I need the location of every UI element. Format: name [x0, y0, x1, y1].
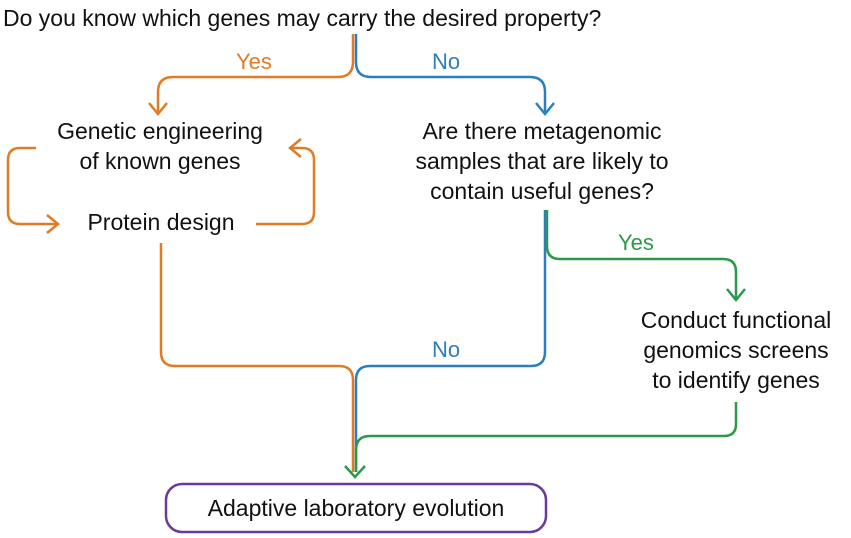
arrowhead-metagenomic	[535, 102, 555, 116]
arrowhead-functional-genomics	[726, 288, 746, 302]
edge-protein-design-to-adaptive	[159, 243, 355, 472]
arrowhead-protein-design	[46, 214, 60, 234]
genetic-engineering-line-2: of known genes	[79, 148, 240, 174]
functional-genomics-line-2: genomics screens	[643, 337, 828, 363]
label-yes-metagenomic: Yes	[618, 230, 654, 255]
arrowhead-genetic-engineering-loop	[288, 138, 302, 158]
label-no-metagenomic: No	[432, 337, 460, 362]
metagenomic-question-line-3: contain useful genes?	[430, 178, 654, 204]
question-known-genes: Do you know which genes may carry the de…	[3, 5, 601, 31]
arrowhead-genetic-engineering	[148, 102, 168, 116]
genetic-engineering-line-1: Genetic engineering	[57, 118, 263, 144]
loop-right-to-genetic-engineering	[256, 146, 316, 226]
functional-genomics-line-3: to identify genes	[652, 367, 820, 393]
metagenomic-question-line-1: Are there metagenomic	[422, 118, 661, 144]
adaptive-evolution-box	[164, 482, 548, 534]
arrowhead-adaptive-evolution	[344, 465, 366, 479]
edge-yes-to-genetic-engineering	[156, 34, 355, 112]
edge-no-to-metagenomic	[354, 34, 547, 112]
label-yes-known: Yes	[236, 49, 272, 74]
edge-yes-to-functional-genomics	[545, 210, 738, 298]
edge-functional-genomics-to-adaptive	[354, 402, 738, 472]
protein-design: Protein design	[87, 209, 234, 235]
metagenomic-question-line-2: samples that are likely to	[415, 148, 668, 174]
loop-left-to-protein-design	[6, 146, 56, 226]
functional-genomics-line-1: Conduct functional	[641, 307, 832, 333]
adaptive-evolution-label: Adaptive laboratory evolution	[208, 495, 505, 521]
label-no-known: No	[432, 49, 460, 74]
edge-no-metagenomic-to-adaptive	[354, 210, 547, 472]
